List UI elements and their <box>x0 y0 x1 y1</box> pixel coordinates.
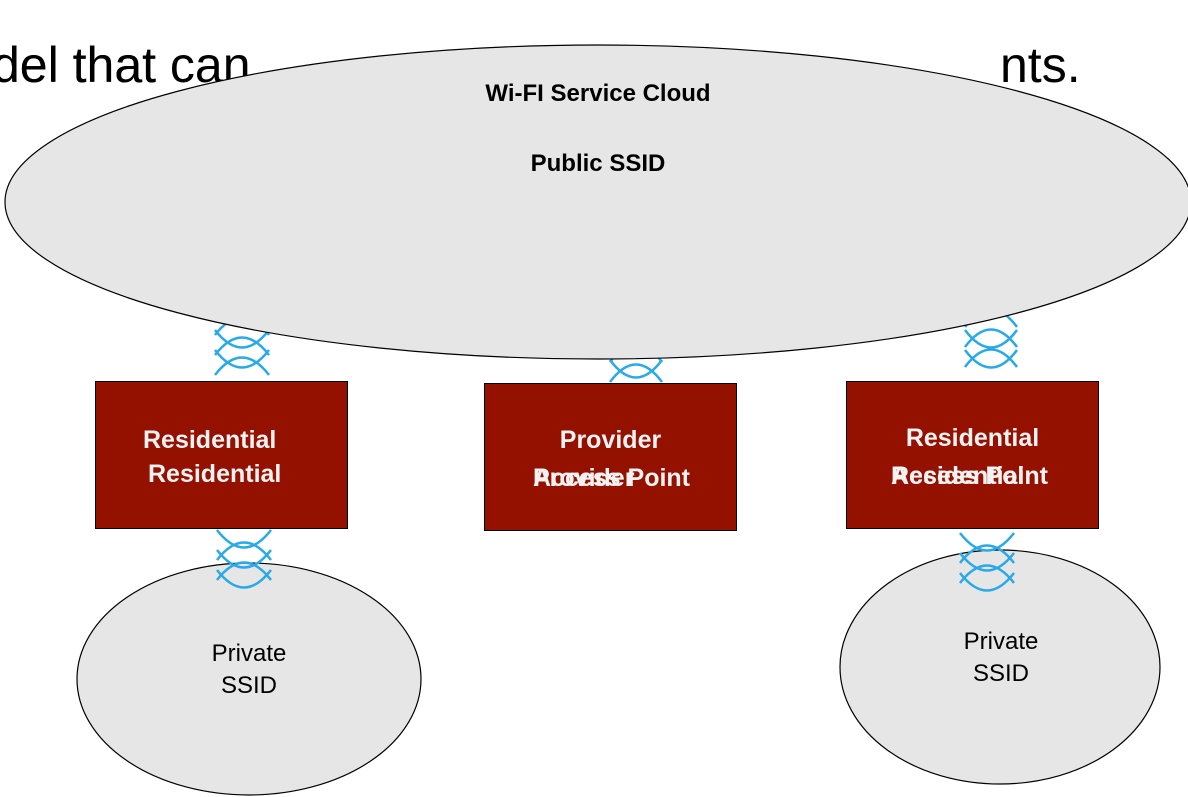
private-ssid-label-right: Private SSID <box>936 626 1066 690</box>
box-left-line1: Residential <box>143 426 277 454</box>
box-middle-line2-overlap-a: Provider <box>533 464 635 492</box>
background-text-visible: del that can <box>0 37 251 93</box>
signal-icon-left-bottom <box>216 529 272 589</box>
box-middle-line2-overlap-b: Access Point <box>533 464 691 492</box>
private-ssid-left-line1: Private <box>211 640 287 667</box>
public-ssid-label: Public SSID <box>530 150 666 177</box>
box-left-line2: Residential <box>148 460 282 488</box>
background-text-line-2-tail: nts. <box>1000 37 1081 93</box>
private-ssid-right-line1: Private <box>963 628 1039 655</box>
box-right-line2-overlap-a: Residential <box>891 462 1025 490</box>
box-right-line2-overlap-b: Access Point <box>891 462 1049 490</box>
background-text-line-2: del that can <box>0 37 251 93</box>
private-ssid-label-left: Private SSID <box>184 638 314 702</box>
service-cloud-ellipse <box>4 44 1188 360</box>
box-right-line1: Residential <box>905 424 1040 452</box>
private-ssid-left-line2: SSID <box>220 672 277 699</box>
private-ssid-right-line2: SSID <box>972 660 1029 687</box>
service-cloud-title: Wi-FI Service Cloud <box>485 80 711 107</box>
provider-access-point-box: Provider Provider Access Point <box>484 383 737 531</box>
residential-access-point-box-left: Residential Residential <box>95 381 348 529</box>
residential-access-point-box-right: Residential Residential Access Point <box>846 381 1099 529</box>
box-middle-line1: Provider <box>559 426 662 454</box>
signal-icon-right-bottom <box>959 532 1015 592</box>
